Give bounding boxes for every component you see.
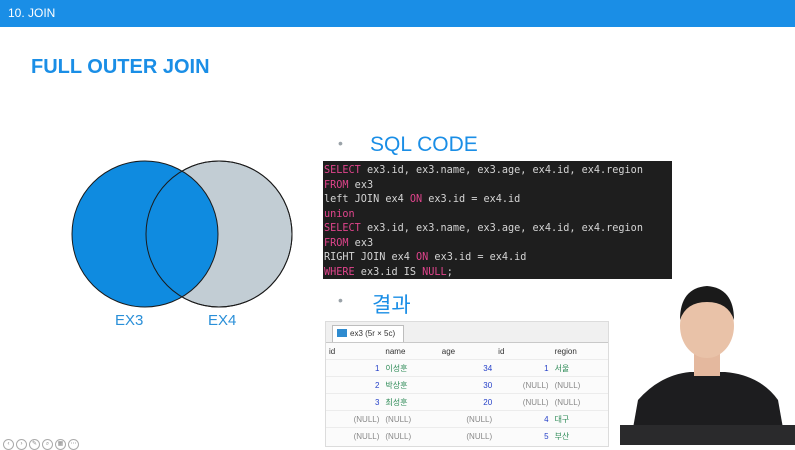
table-cell[interactable]: (NULL) (382, 410, 439, 428)
sql-text: ex3 (348, 237, 374, 249)
table-cell[interactable]: (NULL) (326, 410, 383, 428)
venn-circle-ex3 (71, 160, 219, 308)
venn-label-ex4: EX4 (208, 312, 237, 329)
sql-line: SELECT ex3.id, ex3.name, ex3.age, ex4.id… (324, 222, 671, 237)
result-header-row: id name age id region (326, 343, 608, 360)
table-cell[interactable]: (NULL) (438, 410, 496, 428)
sql-keyword: FROM (324, 179, 349, 191)
table-cell[interactable]: 4 (495, 410, 552, 428)
table-cell[interactable]: 5 (495, 427, 552, 444)
slide-title: FULL OUTER JOIN (31, 56, 210, 78)
venn-label-ex3: EX3 (115, 312, 144, 329)
chapter-title: 10. JOIN (8, 6, 56, 20)
presenter-video (620, 280, 795, 445)
sql-code-heading: SQL CODE (370, 133, 478, 156)
sql-text: ex3.id, ex3.name, ex3.age, ex4.id, ex4.r… (360, 165, 643, 176)
table-cell[interactable]: (NULL) (495, 376, 552, 394)
table-cell[interactable]: 3 (326, 393, 383, 411)
column-header[interactable]: region (554, 346, 577, 356)
sql-keyword: FROM (324, 237, 349, 249)
sql-text: ; (446, 266, 453, 278)
table-cell[interactable]: 이성훈 (382, 359, 439, 377)
sql-line: SELECT ex3.id, ex3.name, ex3.age, ex4.id… (324, 164, 671, 179)
table-cell[interactable]: (NULL) (438, 427, 496, 444)
sql-keyword: WHERE (324, 266, 355, 278)
sql-text: RIGHT JOIN ex4 (324, 252, 417, 263)
sql-keyword: SELECT (324, 165, 361, 176)
table-cell[interactable]: 1 (495, 359, 552, 377)
chapter-bar: 10. JOIN (0, 0, 795, 27)
sql-text: ex3 (348, 179, 374, 191)
table-cell[interactable]: (NULL) (551, 376, 608, 394)
table-cell[interactable]: 부산 (551, 427, 608, 444)
sql-line: union (324, 208, 671, 223)
column-header[interactable]: id (329, 346, 336, 356)
column-header[interactable]: id (498, 346, 505, 356)
sql-keyword: NULL (422, 266, 447, 278)
sql-line: FROM ex3 (324, 237, 671, 252)
table-cell[interactable]: 20 (438, 393, 496, 411)
sql-code-block: SELECT ex3.id, ex3.name, ex3.age, ex4.id… (323, 161, 672, 279)
sql-keyword: ON (409, 194, 423, 205)
table-icon (337, 329, 347, 337)
bullet-result: • (338, 292, 343, 308)
venn-circle-ex4-outline (145, 160, 293, 308)
sql-text: ex3.id, ex3.name, ex3.age, ex4.id, ex4.r… (360, 223, 643, 234)
slide-controls[interactable]: ‹›✎⌕▦⋯ (3, 432, 81, 450)
bullet-sql: • (338, 135, 343, 151)
table-cell[interactable]: 박상훈 (382, 376, 439, 394)
sql-line: WHERE ex3.id IS NULL; (324, 266, 671, 281)
column-header[interactable]: name (385, 346, 406, 356)
sql-keyword: SELECT (324, 223, 361, 234)
table-cell[interactable]: 1 (326, 359, 383, 377)
sql-line: RIGHT JOIN ex4 ON ex3.id = ex4.id (324, 251, 671, 266)
table-cell[interactable]: 대구 (551, 410, 608, 428)
sql-line: FROM ex3 (324, 179, 671, 194)
table-cell[interactable]: 최성훈 (382, 393, 439, 411)
column-header[interactable]: age (441, 346, 456, 356)
table-cell[interactable]: 34 (438, 359, 496, 377)
result-tab-bar: ex3 (5r × 5c) (326, 322, 608, 343)
sql-line: left JOIN ex4 ON ex3.id = ex4.id (324, 193, 671, 208)
table-cell[interactable]: (NULL) (495, 393, 552, 411)
table-cell[interactable]: (NULL) (382, 427, 439, 444)
sql-text: ex3.id = ex4.id (422, 194, 521, 205)
table-cell[interactable]: 서울 (551, 359, 608, 377)
sql-text: left JOIN ex4 (324, 194, 410, 205)
venn-diagram (71, 160, 293, 308)
table-cell[interactable]: 2 (326, 376, 383, 394)
table-cell[interactable]: (NULL) (326, 427, 383, 444)
table-cell[interactable]: 30 (438, 376, 496, 394)
result-heading: 결과 (372, 294, 411, 317)
result-tab-label: ex3 (5r × 5c) (350, 329, 396, 338)
sql-text: ex3.id IS (354, 266, 423, 278)
sql-keyword: ON (416, 252, 429, 263)
result-tab[interactable]: ex3 (5r × 5c) (332, 325, 405, 342)
sql-keyword: union (324, 208, 355, 220)
sql-text: ex3.id = ex4.id (428, 252, 527, 263)
table-cell[interactable]: (NULL) (551, 393, 608, 411)
